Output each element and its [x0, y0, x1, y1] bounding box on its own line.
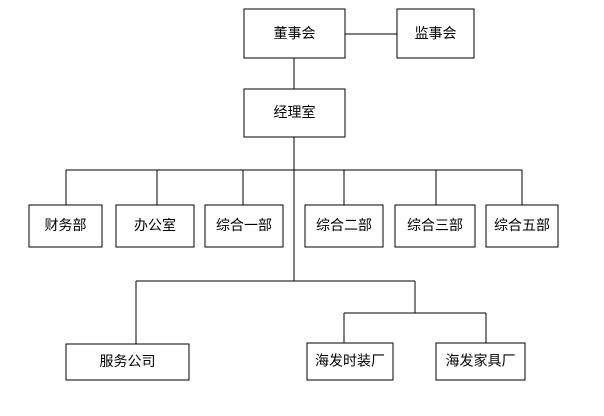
node-board-label: 董事会 [274, 26, 316, 42]
node-dept3: 综合三部 [394, 204, 476, 248]
node-service-box [65, 343, 190, 381]
node-dept5-label: 综合五部 [494, 218, 550, 234]
node-supervisory-label: 监事会 [415, 26, 457, 42]
node-manager: 经理室 [243, 88, 346, 138]
node-dept3-label: 综合三部 [407, 218, 463, 234]
node-furniture-box [435, 342, 526, 381]
node-manager-box [243, 88, 346, 138]
node-furniture: 海发家具厂 [435, 342, 526, 381]
node-finance-label: 财务部 [45, 218, 87, 234]
node-dept1: 综合一部 [204, 204, 284, 248]
node-fashion: 海发时装厂 [306, 342, 394, 381]
node-manager-label: 经理室 [274, 104, 316, 121]
node-supervisory-box [396, 8, 475, 59]
node-office-box [115, 204, 195, 248]
node-furniture-label: 海发家具厂 [446, 353, 516, 370]
node-dept1-box [204, 204, 284, 248]
node-dept2: 综合二部 [304, 204, 384, 248]
node-fashion-box [306, 342, 394, 381]
node-office-label: 办公室 [134, 217, 176, 234]
node-dept5-box [485, 204, 559, 248]
node-dept2-box [304, 204, 384, 248]
connectors [65, 33, 523, 344]
node-finance-box [28, 204, 103, 248]
node-service: 服务公司 [65, 343, 190, 381]
node-board: 董事会 [243, 8, 346, 59]
node-finance: 财务部 [28, 204, 103, 248]
node-fashion-label: 海发时装厂 [315, 354, 385, 370]
node-dept2-label: 综合二部 [316, 218, 372, 234]
node-supervisory: 监事会 [396, 8, 475, 59]
node-dept5: 综合五部 [485, 204, 559, 248]
node-service-label: 服务公司 [100, 354, 156, 370]
node-dept3-box [394, 204, 476, 248]
node-office: 办公室 [115, 204, 195, 248]
node-dept1-label: 综合一部 [216, 218, 272, 234]
node-board-box [243, 8, 346, 59]
